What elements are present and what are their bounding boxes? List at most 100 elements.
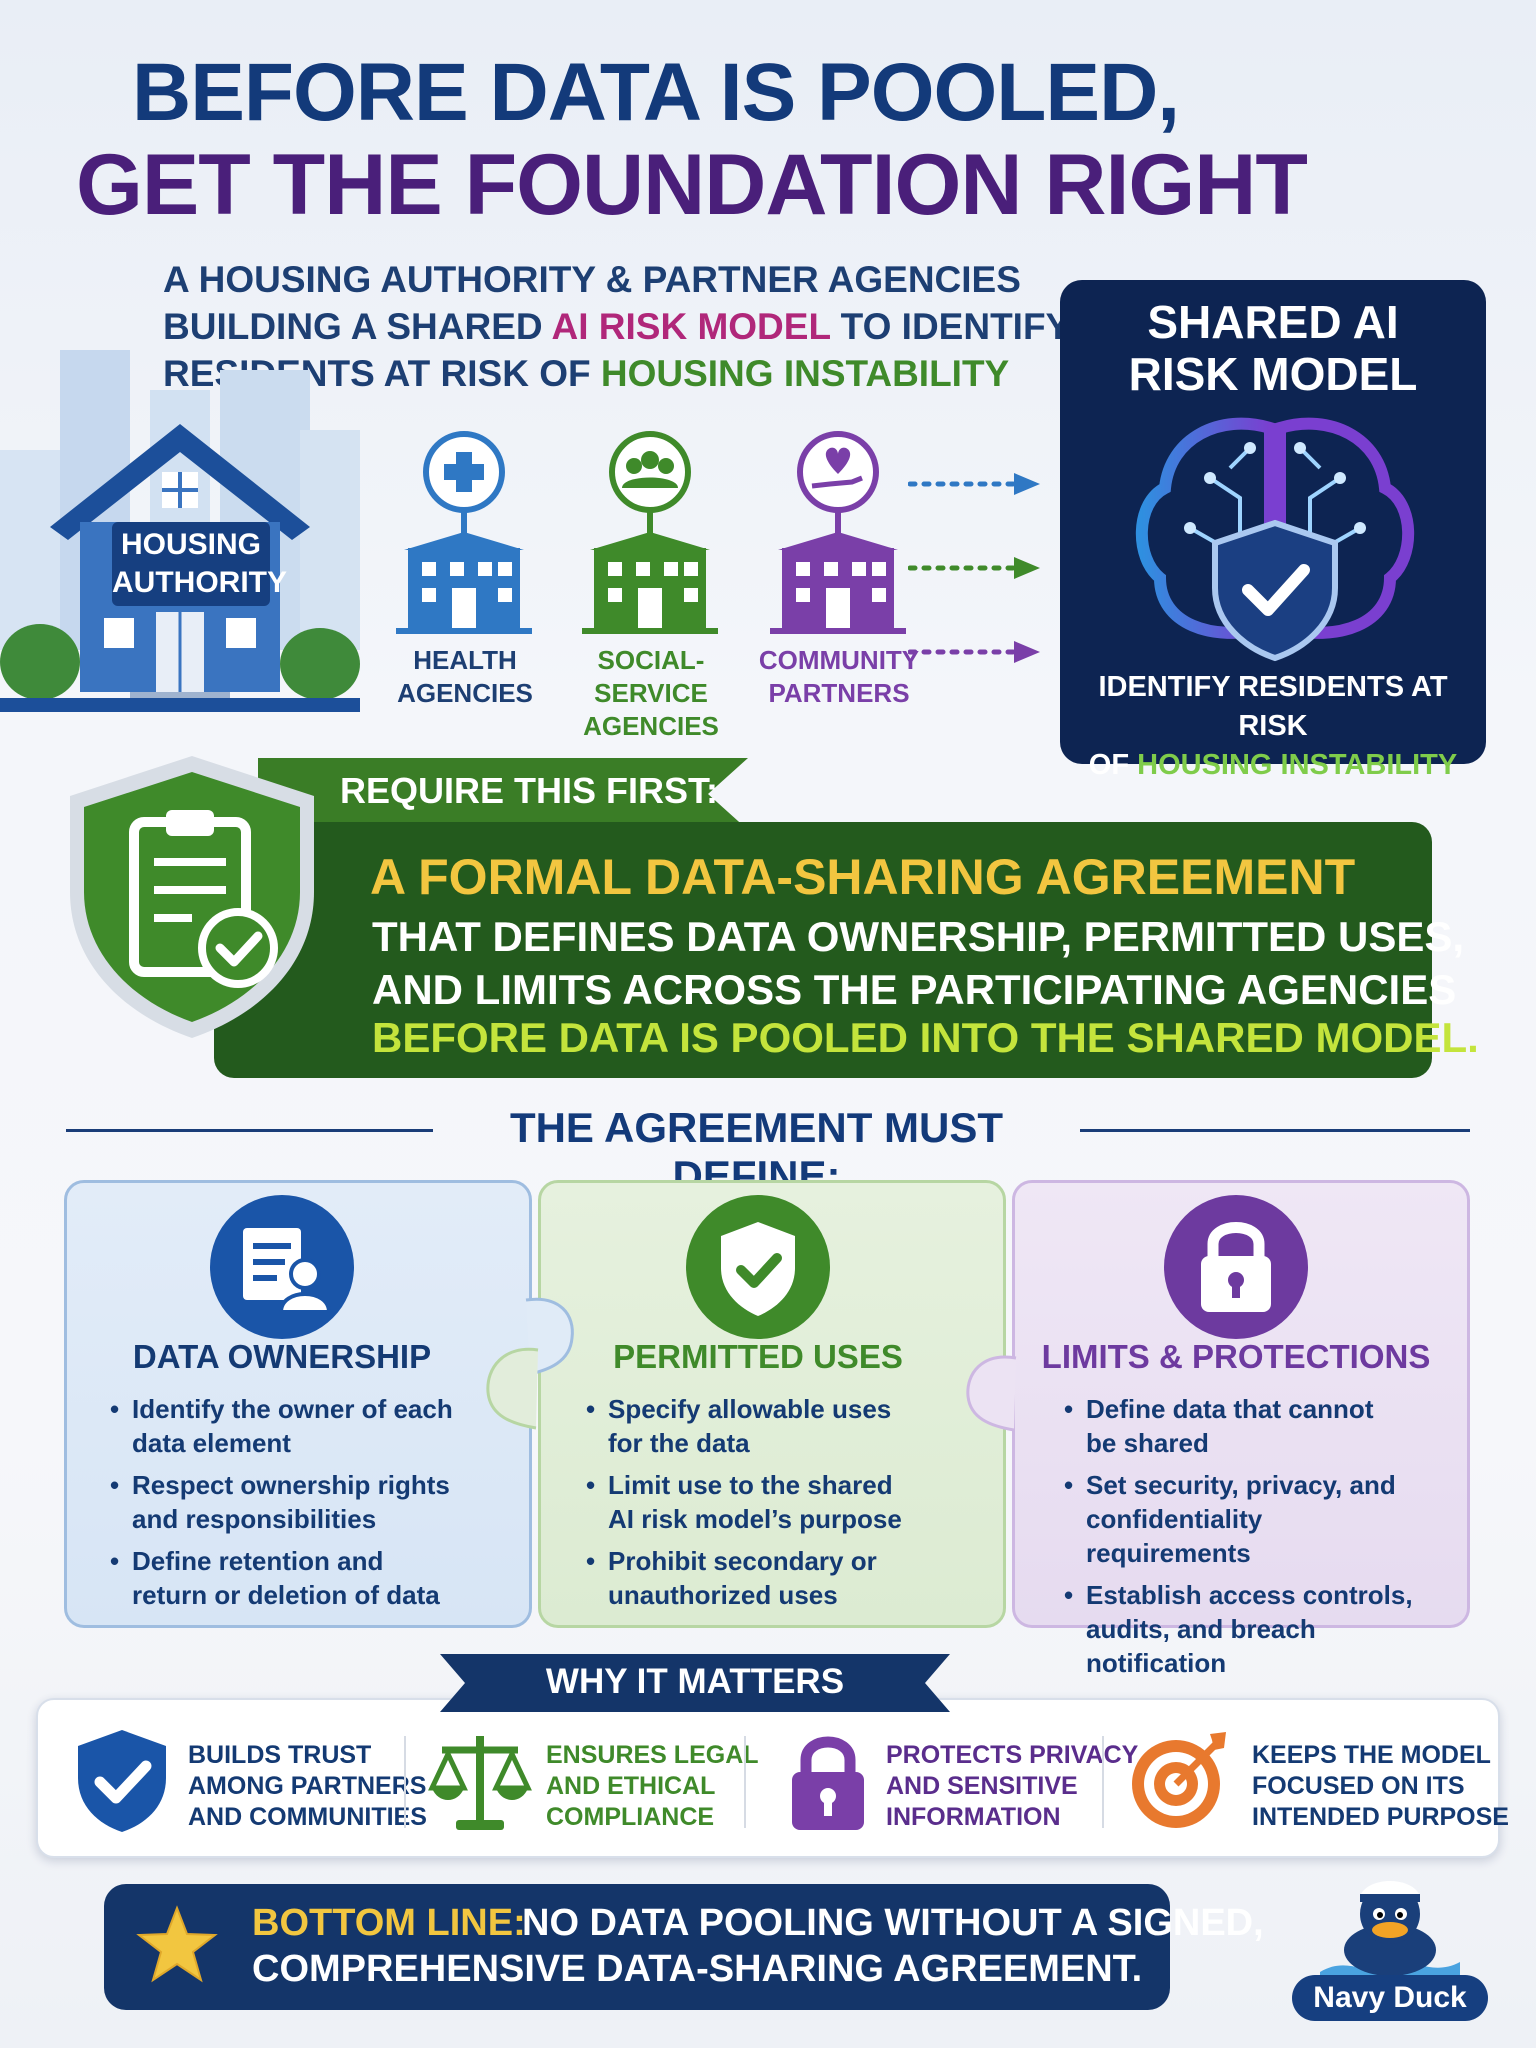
define-section-title: THE AGREEMENT MUST DEFINE: — [509, 1104, 1004, 1199]
requirement-body: THAT DEFINES DATA OWNERSHIP, PERMITTED U… — [372, 910, 1464, 1016]
why-item-line: INFORMATION — [886, 1803, 1061, 1831]
requirement-emphasis: BEFORE DATA IS POOLED INTO THE SHARED MO… — [372, 1014, 1479, 1061]
why-item-line: AND ETHICAL — [546, 1772, 716, 1800]
requirement-box — [214, 822, 1432, 1078]
why-item-text: ENSURES LEGAL AND ETHICAL COMPLIANCE — [546, 1740, 759, 1833]
page-title-line2: GET THE FOUNDATION RIGHT — [76, 137, 1308, 233]
card-title: LIMITS & PROTECTIONS — [1041, 1338, 1431, 1375]
why-item-text: BUILDS TRUST AMONG PARTNERS AND COMMUNITIE… — [188, 1740, 427, 1833]
housing-label-line2: AUTHORITY — [112, 566, 287, 599]
star-icon — [136, 1905, 218, 1983]
card-bullet-line: for the data — [608, 1428, 750, 1458]
why-item-line: BUILDS TRUST — [188, 1741, 372, 1769]
ai-caption-line2: OF HOUSING INSTABILITY — [1060, 746, 1486, 785]
require-banner-label: REQUIRE THIS FIRST: — [340, 770, 719, 811]
bottom-line-text2: COMPREHENSIVE DATA-SHARING AGREEMENT. — [252, 1948, 1143, 1990]
requirement-line2: THAT DEFINES DATA OWNERSHIP, PERMITTED U… — [372, 913, 1465, 960]
subtitle-line1: A HOUSING AUTHORITY & PARTNER AGENCIES — [163, 259, 1021, 300]
card-bullet: Set security, privacy, and confidentialit… — [1064, 1468, 1424, 1570]
page-title-line1: BEFORE DATA IS POOLED, — [132, 47, 1180, 138]
card-bullet-line: Establish access controls, — [1086, 1580, 1413, 1610]
subtitle-highlight-housing: HOUSING INSTABILITY — [600, 353, 1010, 394]
bottom-line-label: BOTTOM LINE: — [252, 1902, 526, 1944]
card-bullet: Respect ownership rights and responsibili… — [110, 1468, 470, 1536]
card-bullet: Establish access controls, audits, and br… — [1064, 1578, 1424, 1680]
lock-icon — [792, 1736, 864, 1830]
brain-shield-icon — [1135, 417, 1415, 662]
card-bullet-line: Define retention and — [132, 1546, 384, 1576]
ai-caption-line1: IDENTIFY RESIDENTS AT RISK — [1098, 671, 1448, 742]
why-divider — [404, 1736, 406, 1828]
target-icon — [1132, 1732, 1226, 1828]
card-bullet: Limit use to the shared AI risk model’s p… — [586, 1468, 946, 1536]
puzzle-connector — [486, 1347, 539, 1430]
agency-building-0 — [396, 431, 532, 634]
why-it-matters-title: WHY IT MATTERS — [545, 1662, 845, 1701]
agency-label-line2: AGENCIES — [397, 678, 533, 708]
ai-caption-highlight: HOUSING INSTABILITY — [1137, 749, 1458, 781]
ai-model-title: SHARED AI RISK MODEL — [1060, 296, 1486, 400]
why-divider — [1102, 1736, 1104, 1828]
flow-arrow-1 — [908, 557, 1040, 579]
agency-label-line2: AGENCIES — [583, 711, 719, 741]
card-bullet-line: be shared — [1086, 1428, 1209, 1458]
agency-building-2 — [770, 431, 906, 634]
why-item-line: FOCUSED ON ITS — [1252, 1772, 1465, 1800]
why-item-line: AND COMMUNITIES — [188, 1803, 427, 1831]
card-bullet-line: Specify allowable uses — [608, 1394, 892, 1424]
card-bullet-line: Prohibit secondary or — [608, 1546, 877, 1576]
ai-caption-text: OF — [1088, 749, 1138, 781]
scales-icon — [428, 1736, 532, 1830]
why-item-line: COMPLIANCE — [546, 1803, 715, 1831]
agency-label-line2: PARTNERS — [768, 678, 910, 708]
card-bullet: Specify allowable uses for the data — [586, 1392, 946, 1460]
card-bullet-line: unauthorized uses — [608, 1580, 838, 1610]
card-bullet: Prohibit secondary or unauthorized uses — [586, 1544, 946, 1612]
subtitle-text: TO IDENTIFY — [830, 306, 1071, 347]
requirement-headline: A FORMAL DATA-SHARING AGREEMENT — [370, 849, 1356, 905]
card-bullet-line: Set security, privacy, and — [1086, 1470, 1396, 1500]
flow-arrow-0 — [908, 473, 1040, 495]
lock-icon — [1164, 1195, 1308, 1339]
card-bullet: Define retention and return or deletion o… — [110, 1544, 470, 1612]
why-item-text: PROTECTS PRIVACY AND SENSITIVE INFORMATION — [886, 1740, 1138, 1833]
ai-title-line2: RISK MODEL — [1128, 348, 1418, 400]
duck-mascot-logo — [1320, 1881, 1460, 1982]
why-item-line: AND SENSITIVE — [886, 1772, 1078, 1800]
card-bullet-list: Identify the owner of each data elementRe… — [110, 1392, 470, 1620]
agency-building-1 — [582, 431, 718, 634]
agency-label-line1: HEALTH — [413, 645, 517, 675]
card-bullet-line: Identify the owner of each — [132, 1394, 453, 1424]
why-item-line: KEEPS THE MODEL — [1252, 1741, 1491, 1769]
agency-label-line1: SOCIAL-SERVICE — [594, 645, 708, 708]
why-item-line: ENSURES LEGAL — [546, 1741, 759, 1769]
why-item-line: PROTECTS PRIVACY — [886, 1741, 1139, 1769]
puzzle-connector — [966, 1355, 1017, 1432]
clipboard-shield-icon — [70, 756, 314, 1038]
card-bullet: Identify the owner of each data element — [110, 1392, 470, 1460]
card-bullet-line: audits, and breach — [1086, 1614, 1316, 1644]
flow-arrow-2 — [908, 641, 1040, 663]
bottom-line-text1: NO DATA POOLING WITHOUT A SIGNED, — [522, 1902, 1264, 1944]
card-bullet-line: return or deletion of data — [132, 1580, 440, 1610]
subtitle-text: BUILDING A SHARED — [163, 306, 552, 347]
housing-label-line1: HOUSING — [120, 528, 261, 561]
card-bullet-line: notification — [1086, 1648, 1227, 1678]
card-bullet-line: confidentiality requirements — [1086, 1504, 1263, 1568]
card-title: DATA OWNERSHIP — [132, 1338, 432, 1375]
card-bullet-line: and responsibilities — [132, 1504, 377, 1534]
why-item-line: AMONG PARTNERS — [188, 1772, 427, 1800]
card-bullet-line: data element — [132, 1428, 291, 1458]
card-bullet-line: Limit use to the shared — [608, 1470, 893, 1500]
card-bullet-line: Respect ownership rights — [132, 1470, 450, 1500]
divider-right — [1080, 1129, 1470, 1132]
card-bullet-line: AI risk model’s purpose — [608, 1504, 902, 1534]
card-title: PERMITTED USES — [613, 1338, 903, 1375]
bottom-line-box — [104, 1884, 1170, 2010]
subtitle-line2: BUILDING A SHARED AI RISK MODEL TO IDENT… — [163, 303, 1070, 350]
